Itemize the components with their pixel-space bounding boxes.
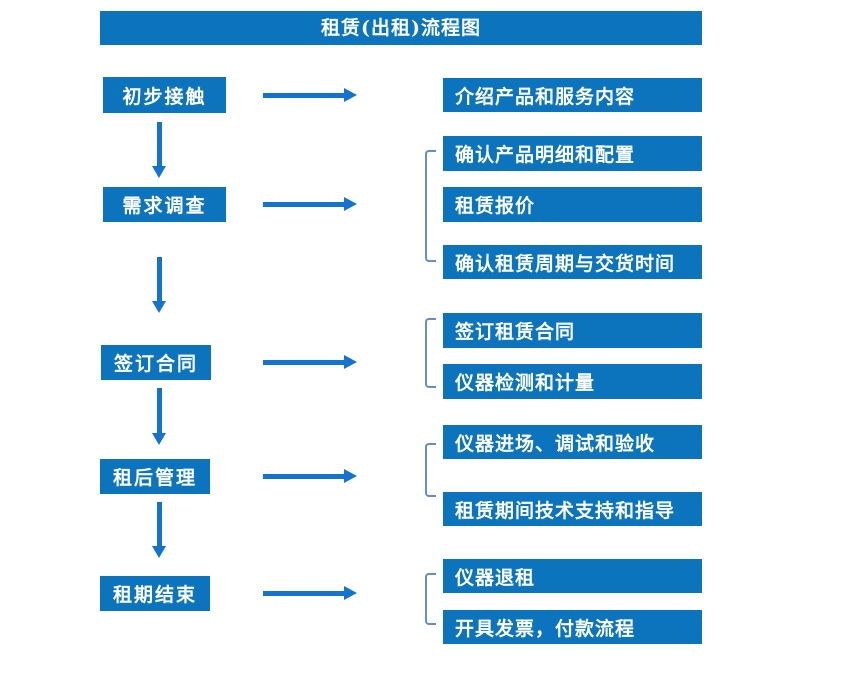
output-box: 仪器检测和计量	[443, 364, 702, 399]
output-box: 签订租赁合同	[443, 313, 702, 348]
arrow-down-icon	[152, 388, 167, 445]
step-box-rental-end: 租期结束	[100, 576, 210, 611]
step-box-demand-survey: 需求调查	[103, 187, 226, 222]
output-box: 仪器退租	[443, 559, 702, 593]
arrow-right-icon	[263, 355, 357, 369]
group-bracket	[425, 150, 436, 262]
arrow-down-icon	[152, 502, 167, 558]
arrow-right-icon	[263, 469, 357, 483]
output-box: 介绍产品和服务内容	[443, 78, 702, 112]
step-box-initial-contact: 初步接触	[103, 77, 226, 113]
group-bracket	[425, 443, 436, 497]
output-box: 租赁报价	[443, 187, 702, 222]
output-box: 仪器进场、调试和验收	[443, 425, 702, 459]
arrow-right-icon	[263, 197, 357, 211]
output-box: 确认产品明细和配置	[443, 136, 702, 171]
output-box: 租赁期间技术支持和指导	[443, 492, 702, 526]
group-bracket	[425, 318, 436, 388]
arrow-down-icon	[152, 257, 167, 313]
step-box-post-rental-management: 租后管理	[100, 459, 210, 494]
arrow-down-icon	[152, 122, 167, 178]
step-box-sign-contract: 签订合同	[101, 345, 211, 380]
output-box: 确认租赁周期与交货时间	[443, 245, 702, 279]
arrow-right-icon	[263, 88, 357, 102]
group-bracket	[425, 573, 436, 625]
flowchart-title: 租赁(出租)流程图	[100, 11, 702, 45]
arrow-right-icon	[263, 586, 357, 600]
output-box: 开具发票，付款流程	[443, 610, 702, 644]
